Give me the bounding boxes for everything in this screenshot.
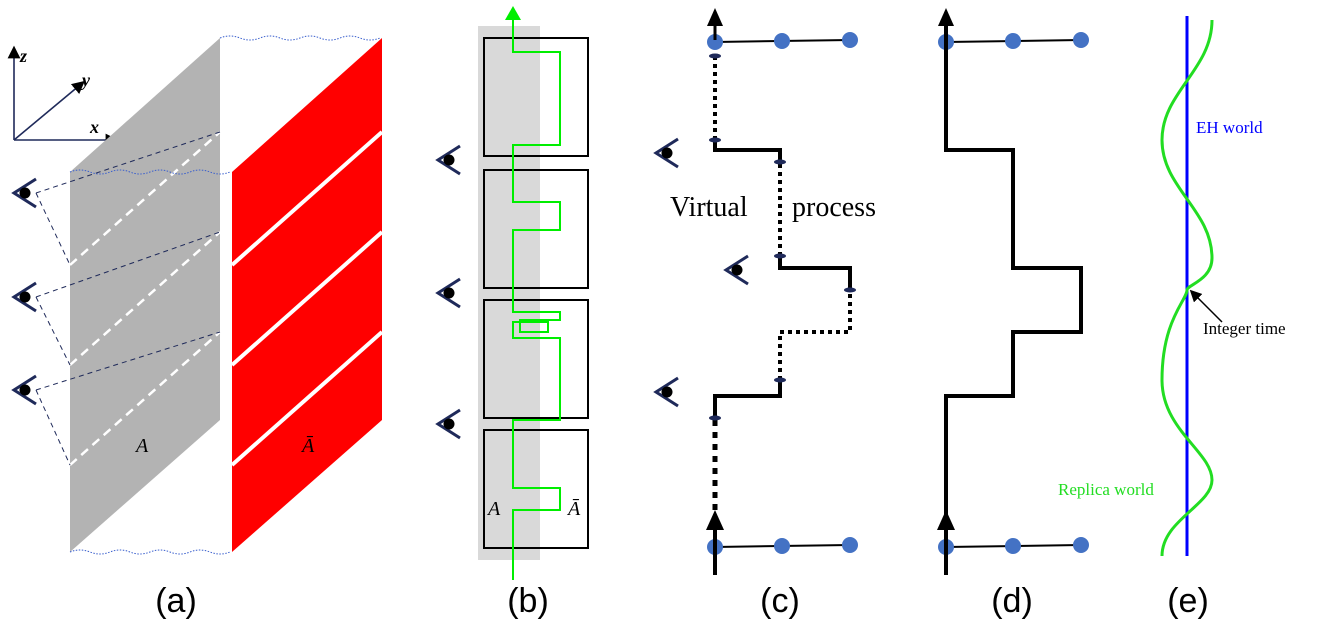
eye-icon — [436, 144, 462, 176]
eye-icon — [724, 254, 750, 286]
wavy-edge — [69, 169, 231, 175]
region-abar-red — [232, 38, 382, 552]
arrow-up-icon — [505, 6, 521, 20]
eye-icon — [436, 277, 462, 309]
panel-c: Virtual process (c) — [654, 8, 876, 620]
region-abar-label: Ā — [566, 498, 581, 520]
node — [1005, 33, 1021, 49]
event-marker — [709, 53, 721, 59]
node — [774, 33, 790, 49]
eye-icon — [12, 374, 38, 406]
eye-icon — [654, 137, 680, 169]
slice-line — [230, 230, 384, 367]
annotation-process: process — [792, 192, 876, 223]
replica-world-curve — [1160, 19, 1214, 557]
integer-time-label: Integer time — [1203, 319, 1286, 338]
panel-d-label: (d) — [991, 582, 1033, 620]
panel-a: z y x A Ā (a) — [7, 35, 384, 620]
panel-e-label: (e) — [1167, 582, 1209, 620]
eye-icon — [12, 177, 38, 209]
panel-d: (d) — [937, 8, 1089, 620]
region-a-label: A — [486, 498, 501, 520]
arrow-up-icon — [938, 8, 954, 26]
sight-line — [35, 231, 221, 298]
time-box — [483, 37, 589, 157]
wavy-edge — [219, 35, 381, 41]
event-marker — [844, 287, 856, 293]
node — [707, 34, 723, 50]
time-box — [483, 429, 589, 549]
sight-line — [35, 389, 71, 466]
eh-world-label: EH world — [1196, 118, 1263, 137]
time-box — [483, 299, 589, 419]
panel-a-label: (a) — [155, 582, 197, 620]
event-marker — [774, 159, 786, 165]
worldline-solid — [713, 140, 782, 162]
axis-z-label: z — [19, 46, 27, 66]
sight-line — [35, 296, 71, 366]
node — [842, 32, 858, 48]
time-box — [483, 169, 589, 289]
worldline-solid — [944, 16, 1083, 575]
node — [1005, 538, 1021, 554]
event-marker — [774, 253, 786, 259]
replica-world-label: Replica world — [1058, 480, 1154, 499]
axis-icon: z y x — [7, 45, 119, 147]
integer-time-pointer — [1189, 289, 1223, 323]
arrow-up-icon — [706, 510, 724, 530]
region-abar-label: Ā — [300, 435, 315, 457]
slice-line — [230, 330, 384, 467]
arrow-up-icon — [937, 510, 955, 530]
event-marker — [709, 415, 721, 421]
node — [774, 538, 790, 554]
sight-line — [35, 192, 71, 266]
event-marker — [709, 137, 721, 143]
node — [842, 537, 858, 553]
slice-line — [230, 130, 384, 267]
annotation-virtual: Virtual — [670, 192, 748, 223]
panel-b-label: (b) — [507, 582, 549, 620]
panel-e: EH world Integer time Replica world (e) — [1058, 16, 1286, 620]
panel-b: A Ā (b) — [436, 6, 589, 620]
light-gray-strip — [478, 26, 540, 560]
node — [1073, 32, 1089, 48]
worldline-virtual — [778, 290, 852, 380]
event-marker — [774, 377, 786, 383]
arrow-up-icon — [707, 8, 723, 26]
eye-icon — [436, 408, 462, 440]
eye-icon — [12, 281, 38, 313]
worldline-solid — [713, 380, 782, 418]
eye-icon — [654, 376, 680, 408]
green-path — [512, 12, 561, 580]
slice-dashed-line — [69, 331, 221, 466]
node — [1073, 537, 1089, 553]
region-a-label: A — [134, 435, 149, 457]
worldline-solid — [778, 256, 852, 290]
slice-dashed-line — [69, 231, 221, 366]
slice-dashed-line — [69, 131, 221, 266]
axis-x-label: x — [89, 117, 99, 137]
wavy-edge — [69, 549, 231, 555]
axis-y-label: y — [80, 70, 91, 90]
panel-c-label: (c) — [760, 582, 800, 620]
region-a-gray — [70, 38, 220, 552]
